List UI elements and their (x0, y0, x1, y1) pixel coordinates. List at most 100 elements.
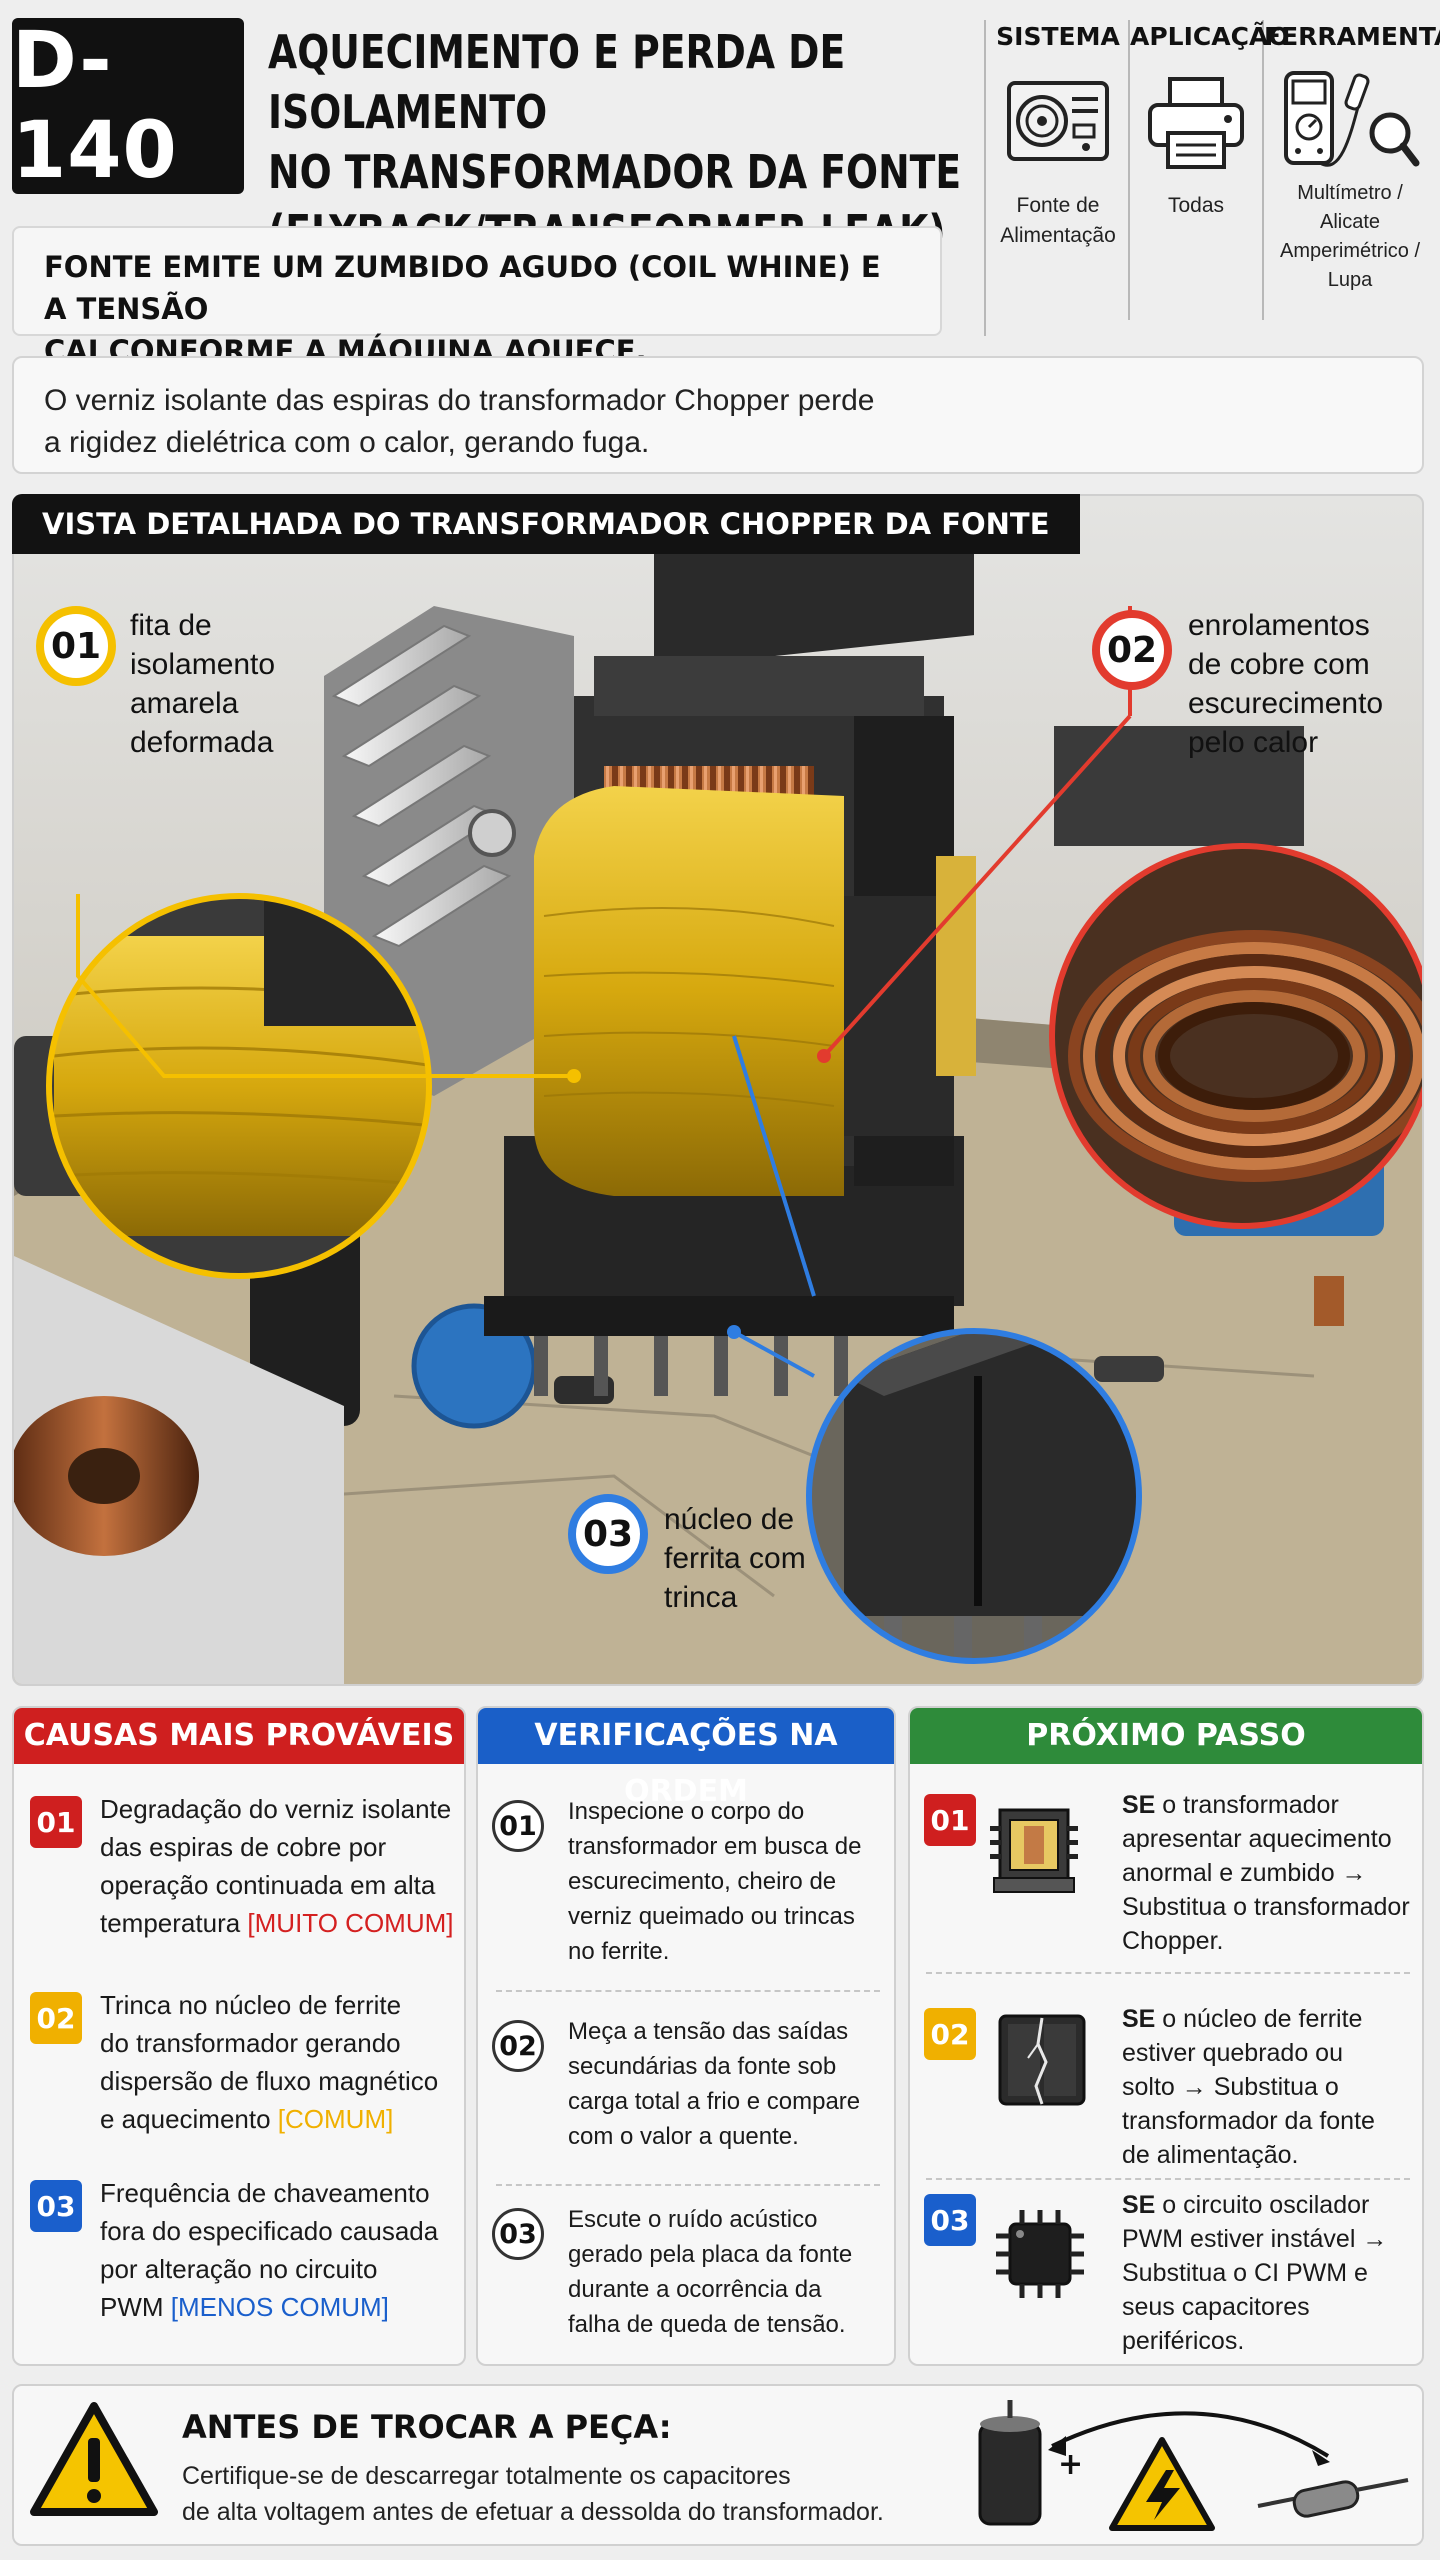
step-03-number: 03 (924, 2194, 976, 2246)
frequency-tag: [COMUM] (277, 2104, 394, 2134)
photo-title: VISTA DETALHADA DO TRANSFORMADOR CHOPPER… (12, 494, 1080, 554)
warning-icon (30, 2400, 158, 2525)
step-02-line: solto → Substitua o (1122, 2073, 1339, 2101)
symptom-text: FONTE EMITE UM ZUMBIDO AGUDO (COIL WHINE… (44, 246, 910, 372)
callout-01-line: isolamento (130, 648, 276, 681)
cause-03-line: por alteração no circuito (100, 2254, 378, 2284)
cause-02-line: e aquecimento (100, 2104, 271, 2134)
transformer-icon (986, 1800, 1082, 1905)
cause-02-line: dispersão de fluxo magnético (100, 2066, 439, 2096)
checks-heading: VERIFICAÇÕES NA ORDEM (478, 1708, 894, 1809)
symptom-box: FONTE EMITE UM ZUMBIDO AGUDO (COIL WHINE… (12, 226, 942, 368)
check-01-number: 01 (492, 1800, 544, 1852)
warning-title: ANTES DE TROCAR A PEÇA: (182, 2408, 672, 2446)
callout-03-badge: 03 (568, 1494, 648, 1574)
check-01-line: no ferrite. (568, 1938, 670, 1965)
meta-sistema-value-line: Alimentação (1000, 224, 1116, 247)
meta-divider (1128, 20, 1130, 320)
check-03-line: gerado pela placa da fonte (568, 2241, 853, 2268)
description-line-2: a rigidez dielétrica com o calor, gerand… (44, 426, 650, 459)
check-02-line: Meça a tensão das saídas (568, 2018, 849, 2045)
callout-01-line: amarela (130, 687, 239, 720)
step-03-line: PWM estiver instável → (1122, 2225, 1388, 2253)
callout-03-line: núcleo de (664, 1503, 795, 1536)
meta-sistema-value: Fonte de Alimentação (990, 191, 1126, 251)
cause-03-line: PWM (100, 2292, 164, 2322)
meta-sistema: SISTEMA Fonte de Alimentação (990, 22, 1126, 251)
cracked-core-icon (994, 2010, 1090, 2115)
callout-02-badge: 02 (1092, 610, 1172, 690)
causes-panel: CAUSAS MAIS PROVÁVEIS 01 Degradação do v… (12, 1706, 466, 2366)
callout-02-line: escurecimento (1188, 687, 1384, 720)
meta-aplicacao-value-line: Todas (1167, 194, 1225, 217)
step-03-line: seus capacitores (1122, 2293, 1310, 2321)
step-condition-keyword: SE (1122, 1791, 1156, 1819)
check-02-line: com o valor a quente. (568, 2123, 799, 2150)
cause-01-line: Degradação do verniz isolante (100, 1794, 452, 1824)
step-02-line: de alimentação. (1122, 2141, 1299, 2169)
step-02-number: 02 (924, 2008, 976, 2060)
meta-ferramenta-value-line: Lupa (1327, 269, 1373, 291)
warning-text: Certifique-se de descarregar totalmente … (182, 2458, 942, 2530)
check-03-line: falha de queda de tensão. (568, 2311, 846, 2338)
callout-01-text: fita de isolamento amarela deformada (130, 606, 275, 762)
callout-02-text: enrolamentos de cobre com escurecimento … (1188, 606, 1383, 762)
check-02-number: 02 (492, 2020, 544, 2072)
description-line-1: O verniz isolante das espiras do transfo… (44, 384, 875, 417)
cause-03-text: Frequência de chaveamento fora do especi… (100, 2174, 460, 2326)
cause-02-number: 02 (30, 1992, 82, 2044)
callout-03-line: ferrita com (664, 1542, 806, 1575)
callout-02-line: pelo calor (1188, 726, 1319, 759)
callout-02-line: de cobre com (1188, 648, 1370, 681)
cause-01-line: temperatura (100, 1908, 241, 1938)
meta-sistema-heading: SISTEMA (996, 22, 1120, 51)
check-01-line: verniz queimado ou trincas (568, 1903, 855, 1930)
cause-02-line: Trinca no núcleo de ferrite (100, 1990, 402, 2020)
check-03-line: Escute o ruído acústico (568, 2206, 818, 2233)
warning-line: Certifique-se de descarregar totalmente … (182, 2462, 791, 2490)
check-03-text: Escute o ruído acústico gerado pela plac… (568, 2202, 892, 2342)
step-01-line: Substitua o transformador (1122, 1893, 1410, 1921)
check-01-text: Inspecione o corpo do transformador em b… (568, 1794, 892, 1969)
cause-01-line: das espiras de cobre por (100, 1832, 387, 1862)
check-02-line: secundárias da fonte sob (568, 2053, 837, 2080)
cause-01-line: operação continuada em alta (100, 1870, 436, 1900)
meta-aplicacao: APLICAÇÃO Todas (1130, 22, 1290, 221)
meta-ferramenta-heading: FERRAMENTA (1264, 22, 1440, 51)
next-steps-panel: PRÓXIMO PASSO 01 SE o transformador apre… (908, 1706, 1424, 2366)
checks-panel: VERIFICAÇÕES NA ORDEM 01 Inspecione o co… (476, 1706, 896, 2366)
step-01-number: 01 (924, 1794, 976, 1846)
diagnostic-code: D-140 (12, 16, 244, 196)
step-02-text: SE o núcleo de ferrite estiver quebrado … (1122, 2002, 1418, 2172)
check-03-line: durante a ocorrência da (568, 2276, 822, 2303)
title-line-2: NO TRANSFORMADOR DA FONTE (268, 145, 962, 199)
symptom-line-1: FONTE EMITE UM ZUMBIDO AGUDO (COIL WHINE… (44, 250, 881, 326)
cause-03-number: 03 (30, 2180, 82, 2232)
causes-heading: CAUSAS MAIS PROVÁVEIS (14, 1708, 464, 1764)
cause-02-text: Trinca no núcleo de ferrite do transform… (100, 1986, 460, 2138)
check-02-line: carga total a frio e compare (568, 2088, 861, 2115)
callout-01-badge: 01 (36, 606, 116, 686)
frequency-tag: [MUITO COMUM] (247, 1908, 454, 1938)
callout-01-line: deformada (130, 726, 274, 759)
meta-divider (984, 20, 986, 336)
meta-aplicacao-value: Todas (1130, 191, 1262, 221)
capacitor-discharge-icon: + (968, 2396, 1418, 2541)
meta-ferramenta-value-line: Alicate Amperimétrico / (1279, 211, 1421, 262)
cause-02-line: do transformador gerando (100, 2028, 401, 2058)
step-01-line: anormal e zumbido → (1122, 1859, 1367, 1887)
title-line-1: AQUECIMENTO E PERDA DE ISOLAMENTO (268, 25, 846, 139)
step-03-line: o circuito oscilador (1155, 2191, 1370, 2219)
pwm-chip-icon (990, 2204, 1090, 2309)
meta-divider (1262, 20, 1264, 320)
step-01-line: apresentar aquecimento (1122, 1825, 1392, 1853)
step-condition-keyword: SE (1122, 2191, 1156, 2219)
callout-03-line: trinca (664, 1581, 738, 1614)
meta-ferramenta-value: Multímetro / Alicate Amperimétrico / Lup… (1264, 179, 1436, 295)
printer-icon (1130, 75, 1262, 171)
meta-ferramenta-value-line: Multímetro / (1297, 182, 1403, 204)
frequency-tag: [MENOS COMUM] (170, 2292, 389, 2322)
check-01-line: transformador em busca de (568, 1833, 862, 1860)
step-separator (926, 2178, 1410, 2180)
check-01-line: escurecimento, cheiro de (568, 1868, 837, 1895)
